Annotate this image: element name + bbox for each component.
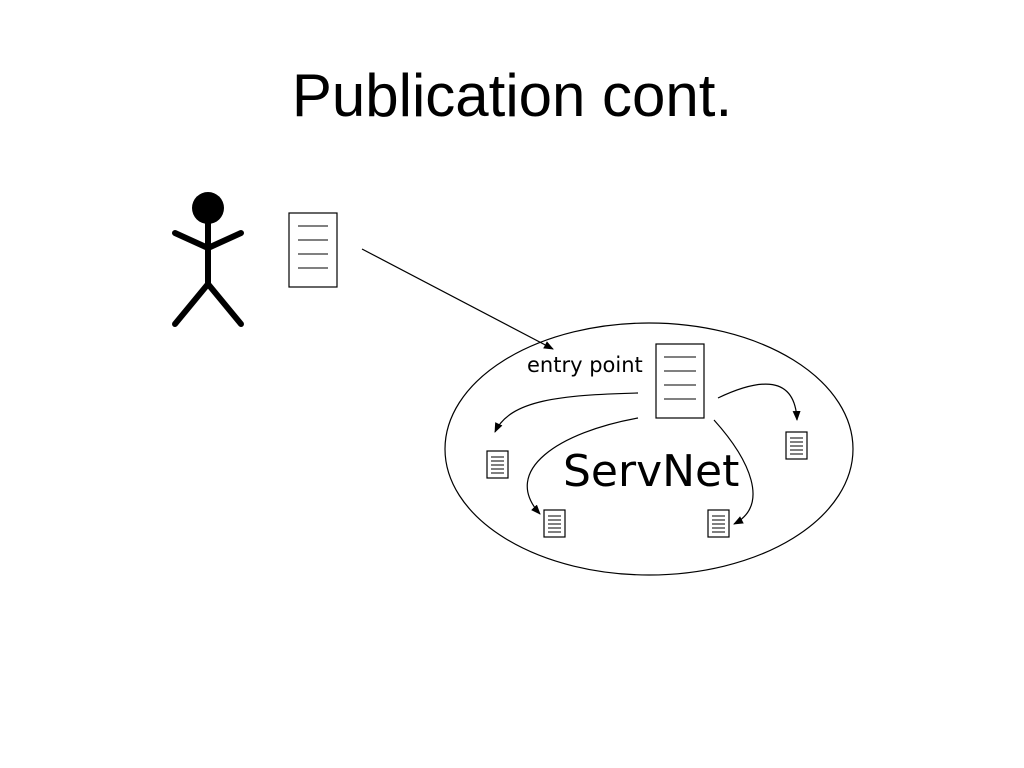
person-left-leg — [172, 281, 211, 327]
published-document-page — [288, 212, 338, 288]
person-right-leg — [205, 281, 244, 327]
arrow-to-bottom-right-node — [713, 419, 754, 525]
person-left-arm — [172, 230, 211, 251]
person-icon — [172, 192, 244, 327]
replica-document-icon — [486, 450, 509, 479]
replica-document-icon — [543, 509, 566, 538]
person-right-arm — [205, 230, 244, 251]
arrow-to-bottom-left-node — [526, 417, 639, 515]
entry-point-document-page — [655, 343, 705, 419]
arrow-to-right-node — [717, 383, 801, 421]
distribution-arrows — [494, 383, 801, 525]
servnet-label: ServNet — [563, 446, 739, 497]
entry-point-document-icon — [655, 343, 705, 419]
replica-document-icon — [707, 509, 730, 538]
person-head — [192, 192, 224, 224]
published-document-icon — [288, 212, 338, 288]
arrow-to-left-node — [494, 392, 639, 433]
replica-document-icon — [785, 431, 808, 460]
servnet-boundary — [444, 322, 854, 576]
entry-point-label: entry point — [527, 353, 643, 377]
slide-title: Publication cont. — [291, 62, 733, 129]
publish-arrow — [361, 248, 554, 350]
